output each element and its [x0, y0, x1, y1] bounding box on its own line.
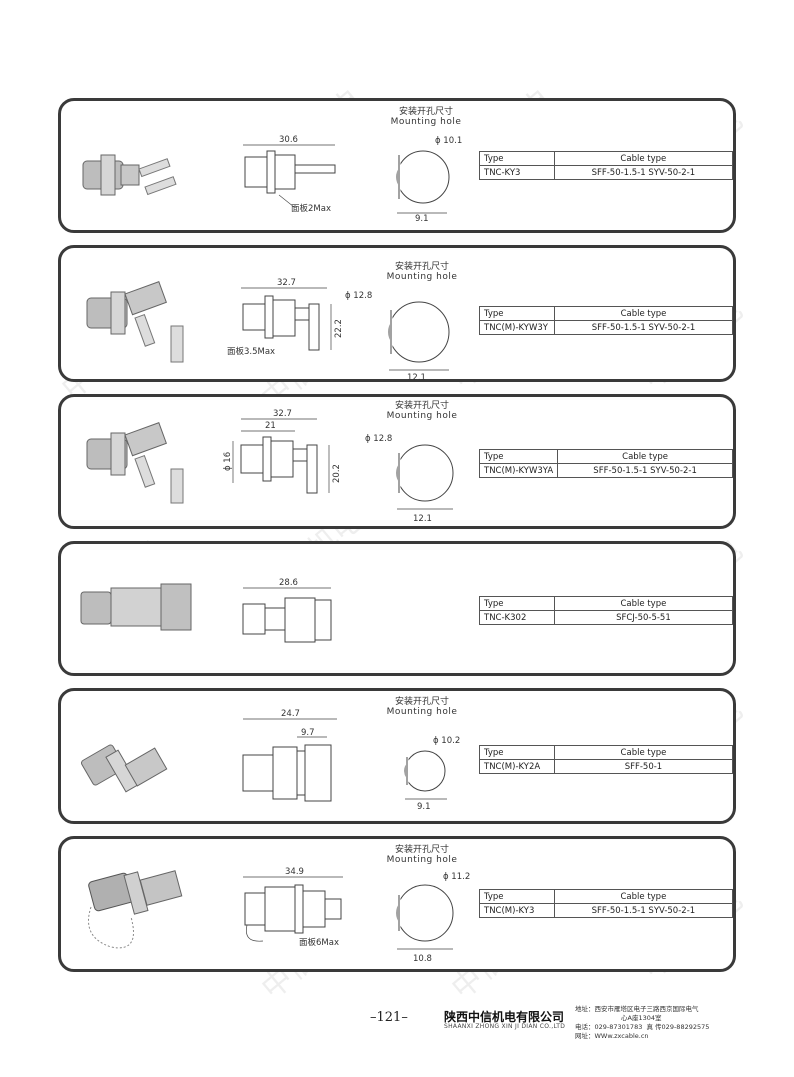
dim-length-inner: 21 [265, 421, 276, 431]
hole-diameter: ϕ 10.1 [435, 136, 462, 146]
website: 网址：WWw.zxcable.cn [575, 1032, 649, 1040]
cable-type-value: SFCJ-50-5-51 [553, 610, 734, 625]
connector-photo [86, 281, 184, 363]
hole-flat-width: 12.1 [413, 514, 432, 524]
connector-photo [80, 583, 192, 631]
cable-type-value: SFF-50-1.5-1 SYV-50-2-1 [553, 903, 734, 918]
outline-drawing: 32.7 22.2 面板3.5Max [227, 278, 344, 357]
model-number: TNC(M)-KY3 [479, 903, 555, 918]
connector-photo [82, 154, 177, 196]
cable-type-header: Cable type [553, 151, 734, 166]
cable-type-header: Cable type [553, 596, 734, 611]
mounting-hole-drawing: ϕ 12.8 12.1 [345, 291, 450, 383]
connector-photo [88, 870, 183, 949]
hole-diameter: ϕ 10.2 [433, 736, 460, 746]
outline-drawing: 32.7 21 ϕ 16 20.2 [223, 409, 342, 494]
phone: 电话：029-87301783 [575, 1023, 643, 1031]
cable-type-header: Cable type [553, 889, 734, 904]
page-number: –121– [370, 1010, 408, 1025]
company-name: 陕西中信机电有限公司 [444, 1010, 565, 1024]
model-number: TNC-KY3 [479, 165, 555, 180]
dim-length: 32.7 [277, 278, 296, 288]
outline-drawing: 28.6 [242, 578, 332, 643]
dim-length: 28.6 [279, 578, 298, 588]
dim-length: 24.7 [281, 709, 300, 719]
connector-photo [81, 744, 168, 793]
type-header: Type [479, 596, 555, 611]
dim-length: 34.9 [285, 867, 304, 877]
type-header: Type [479, 745, 555, 760]
type-header: Type [479, 889, 555, 904]
cable-type-value: SFF-50-1.5-1 SYV-50-2-1 [553, 320, 734, 335]
hole-diameter: ϕ 11.2 [443, 872, 470, 882]
address-line-1: 地址：西安市雁塔区电子三路西京国际电气 [575, 1005, 699, 1013]
cable-type-header: Cable type [553, 306, 734, 321]
outline-drawing: 30.6 面板2Max [243, 135, 336, 213]
hole-flat-width: 10.8 [413, 954, 432, 964]
hole-flat-width: 9.1 [417, 802, 431, 812]
company-contact: 地址：西安市雁塔区电子三路西京国际电气 心A座1304室 电话：029-8730… [575, 1005, 709, 1041]
model-number: TNC(M)-KY2A [479, 759, 555, 774]
outline-drawing: 34.9 面板6Max [243, 867, 343, 948]
mounting-hole-drawing: ϕ 10.2 9.1 [404, 736, 460, 812]
panel-thickness-note: 面板3.5Max [227, 346, 275, 357]
mounting-hole-drawing: ϕ 10.1 9.1 [396, 136, 462, 223]
company-name-en: SHAANXI ZHONG XIN JI DIAN CO.,LTD [444, 1023, 566, 1030]
type-header: Type [478, 449, 559, 464]
outline-drawing: 24.7 9.7 [242, 709, 337, 802]
dim-thread: 9.7 [301, 728, 315, 738]
dim-length: 32.7 [273, 409, 292, 419]
type-header: Type [479, 151, 555, 166]
hole-diameter: ϕ 12.8 [345, 291, 372, 301]
hole-flat-width: 12.1 [407, 373, 426, 383]
cable-type-value: SFF-50-1.5-1 SYV-50-2-1 [553, 165, 734, 180]
dim-diameter: ϕ 16 [223, 452, 233, 471]
cable-type-value: SFF-50-1 [553, 759, 734, 774]
model-number: TNC-K302 [479, 610, 555, 625]
hole-flat-width: 9.1 [415, 214, 429, 223]
cable-type-header: Cable type [553, 745, 734, 760]
mounting-hole-drawing: ϕ 12.8 12.1 [365, 434, 454, 524]
fax: 真 传029-88292575 [646, 1023, 710, 1031]
hole-diameter: ϕ 12.8 [365, 434, 392, 444]
dim-height: 22.2 [334, 319, 344, 338]
dim-height: 20.2 [332, 464, 342, 483]
mounting-hole-drawing: ϕ 11.2 10.8 [396, 872, 470, 964]
panel-thickness-note: 面板6Max [299, 937, 339, 948]
type-header: Type [479, 306, 555, 321]
dim-length: 30.6 [279, 135, 298, 145]
cable-type-header: Cable type [557, 449, 733, 464]
phone-fax: 电话：029-87301783 真 传029-88292575 [575, 1023, 709, 1032]
model-number: TNC(M)-KYW3YA [478, 463, 559, 478]
model-number: TNC(M)-KYW3Y [479, 320, 555, 335]
cable-type-value: SFF-50-1.5-1 SYV-50-2-1 [557, 463, 733, 478]
connector-photo [86, 422, 184, 504]
address-line-2: 心A座1304室 [621, 1014, 662, 1022]
panel-thickness-note: 面板2Max [291, 203, 331, 213]
